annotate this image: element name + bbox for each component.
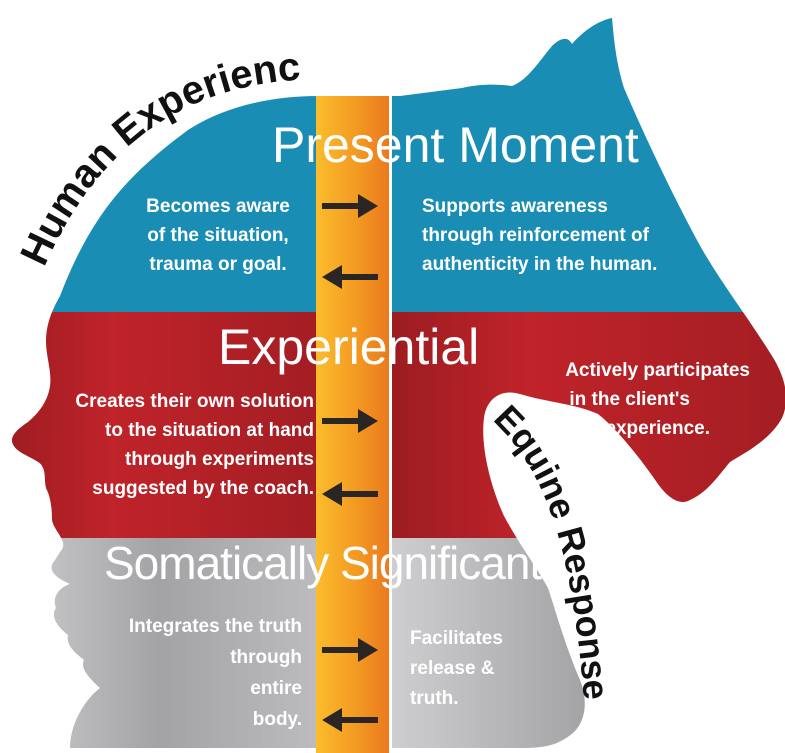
human-experiential-text: Creates their own solution to the situat… xyxy=(64,387,314,503)
present-moment-heading: Present Moment xyxy=(272,117,639,173)
center-bar xyxy=(316,96,389,753)
human-somatic-text: Integrates the truth through entire body… xyxy=(96,611,302,735)
human-somatic-line-3: entire xyxy=(250,678,302,699)
human-experiential-band xyxy=(11,312,318,538)
arrow-somatic-left-icon xyxy=(322,708,378,732)
human-somatic-line-4: body. xyxy=(252,709,302,730)
human-experiential-line-1: Creates their own solution xyxy=(75,391,314,412)
human-somatic-line-1: Integrates the truth xyxy=(128,616,302,637)
horse-present-line-3: authenticity in the human. xyxy=(422,254,658,275)
human-experiential-line-2: to the situation at hand xyxy=(105,420,314,441)
experiential-heading: Experiential xyxy=(218,319,480,375)
human-present-line-1: Becomes aware xyxy=(146,196,290,217)
horse-experiential-text: Actively participates in the client's ex… xyxy=(528,356,750,443)
horse-present-line-2: through reinforcement of xyxy=(422,225,649,246)
arrow-somatic-right-icon xyxy=(322,638,378,662)
arrow-present-right-icon xyxy=(322,194,378,218)
somatically-significant-heading: Somatically Significant xyxy=(104,537,542,589)
human-somatic-line-2: through xyxy=(230,647,302,668)
arrow-present-left-icon xyxy=(322,265,378,289)
human-experiential-line-3: through experiments xyxy=(125,449,314,470)
horse-somatic-line-1: Facilitates xyxy=(410,628,503,649)
horse-somatic-text: Facilitates release & truth. xyxy=(410,624,520,714)
arrow-group xyxy=(322,194,378,732)
horse-present-text: Supports awareness through reinforcement… xyxy=(422,192,692,279)
human-present-text: Becomes aware of the situation, trauma o… xyxy=(118,192,318,279)
horse-present-line-1: Supports awareness xyxy=(422,196,608,217)
human-experiential-line-4: suggested by the coach. xyxy=(92,478,314,499)
human-present-line-2: of the situation, xyxy=(147,225,289,246)
horse-experiential-line-2: in the client's xyxy=(569,389,690,410)
horse-experiential-line-1: Actively participates xyxy=(565,360,750,381)
horse-somatic-line-2: release & xyxy=(410,658,495,679)
horse-somatic-line-3: truth. xyxy=(410,688,459,709)
arrow-experiential-left-icon xyxy=(322,482,378,506)
arrow-experiential-right-icon xyxy=(322,409,378,433)
human-present-line-3: trauma or goal. xyxy=(149,254,287,275)
horse-experiential-line-3: experience. xyxy=(605,418,710,439)
